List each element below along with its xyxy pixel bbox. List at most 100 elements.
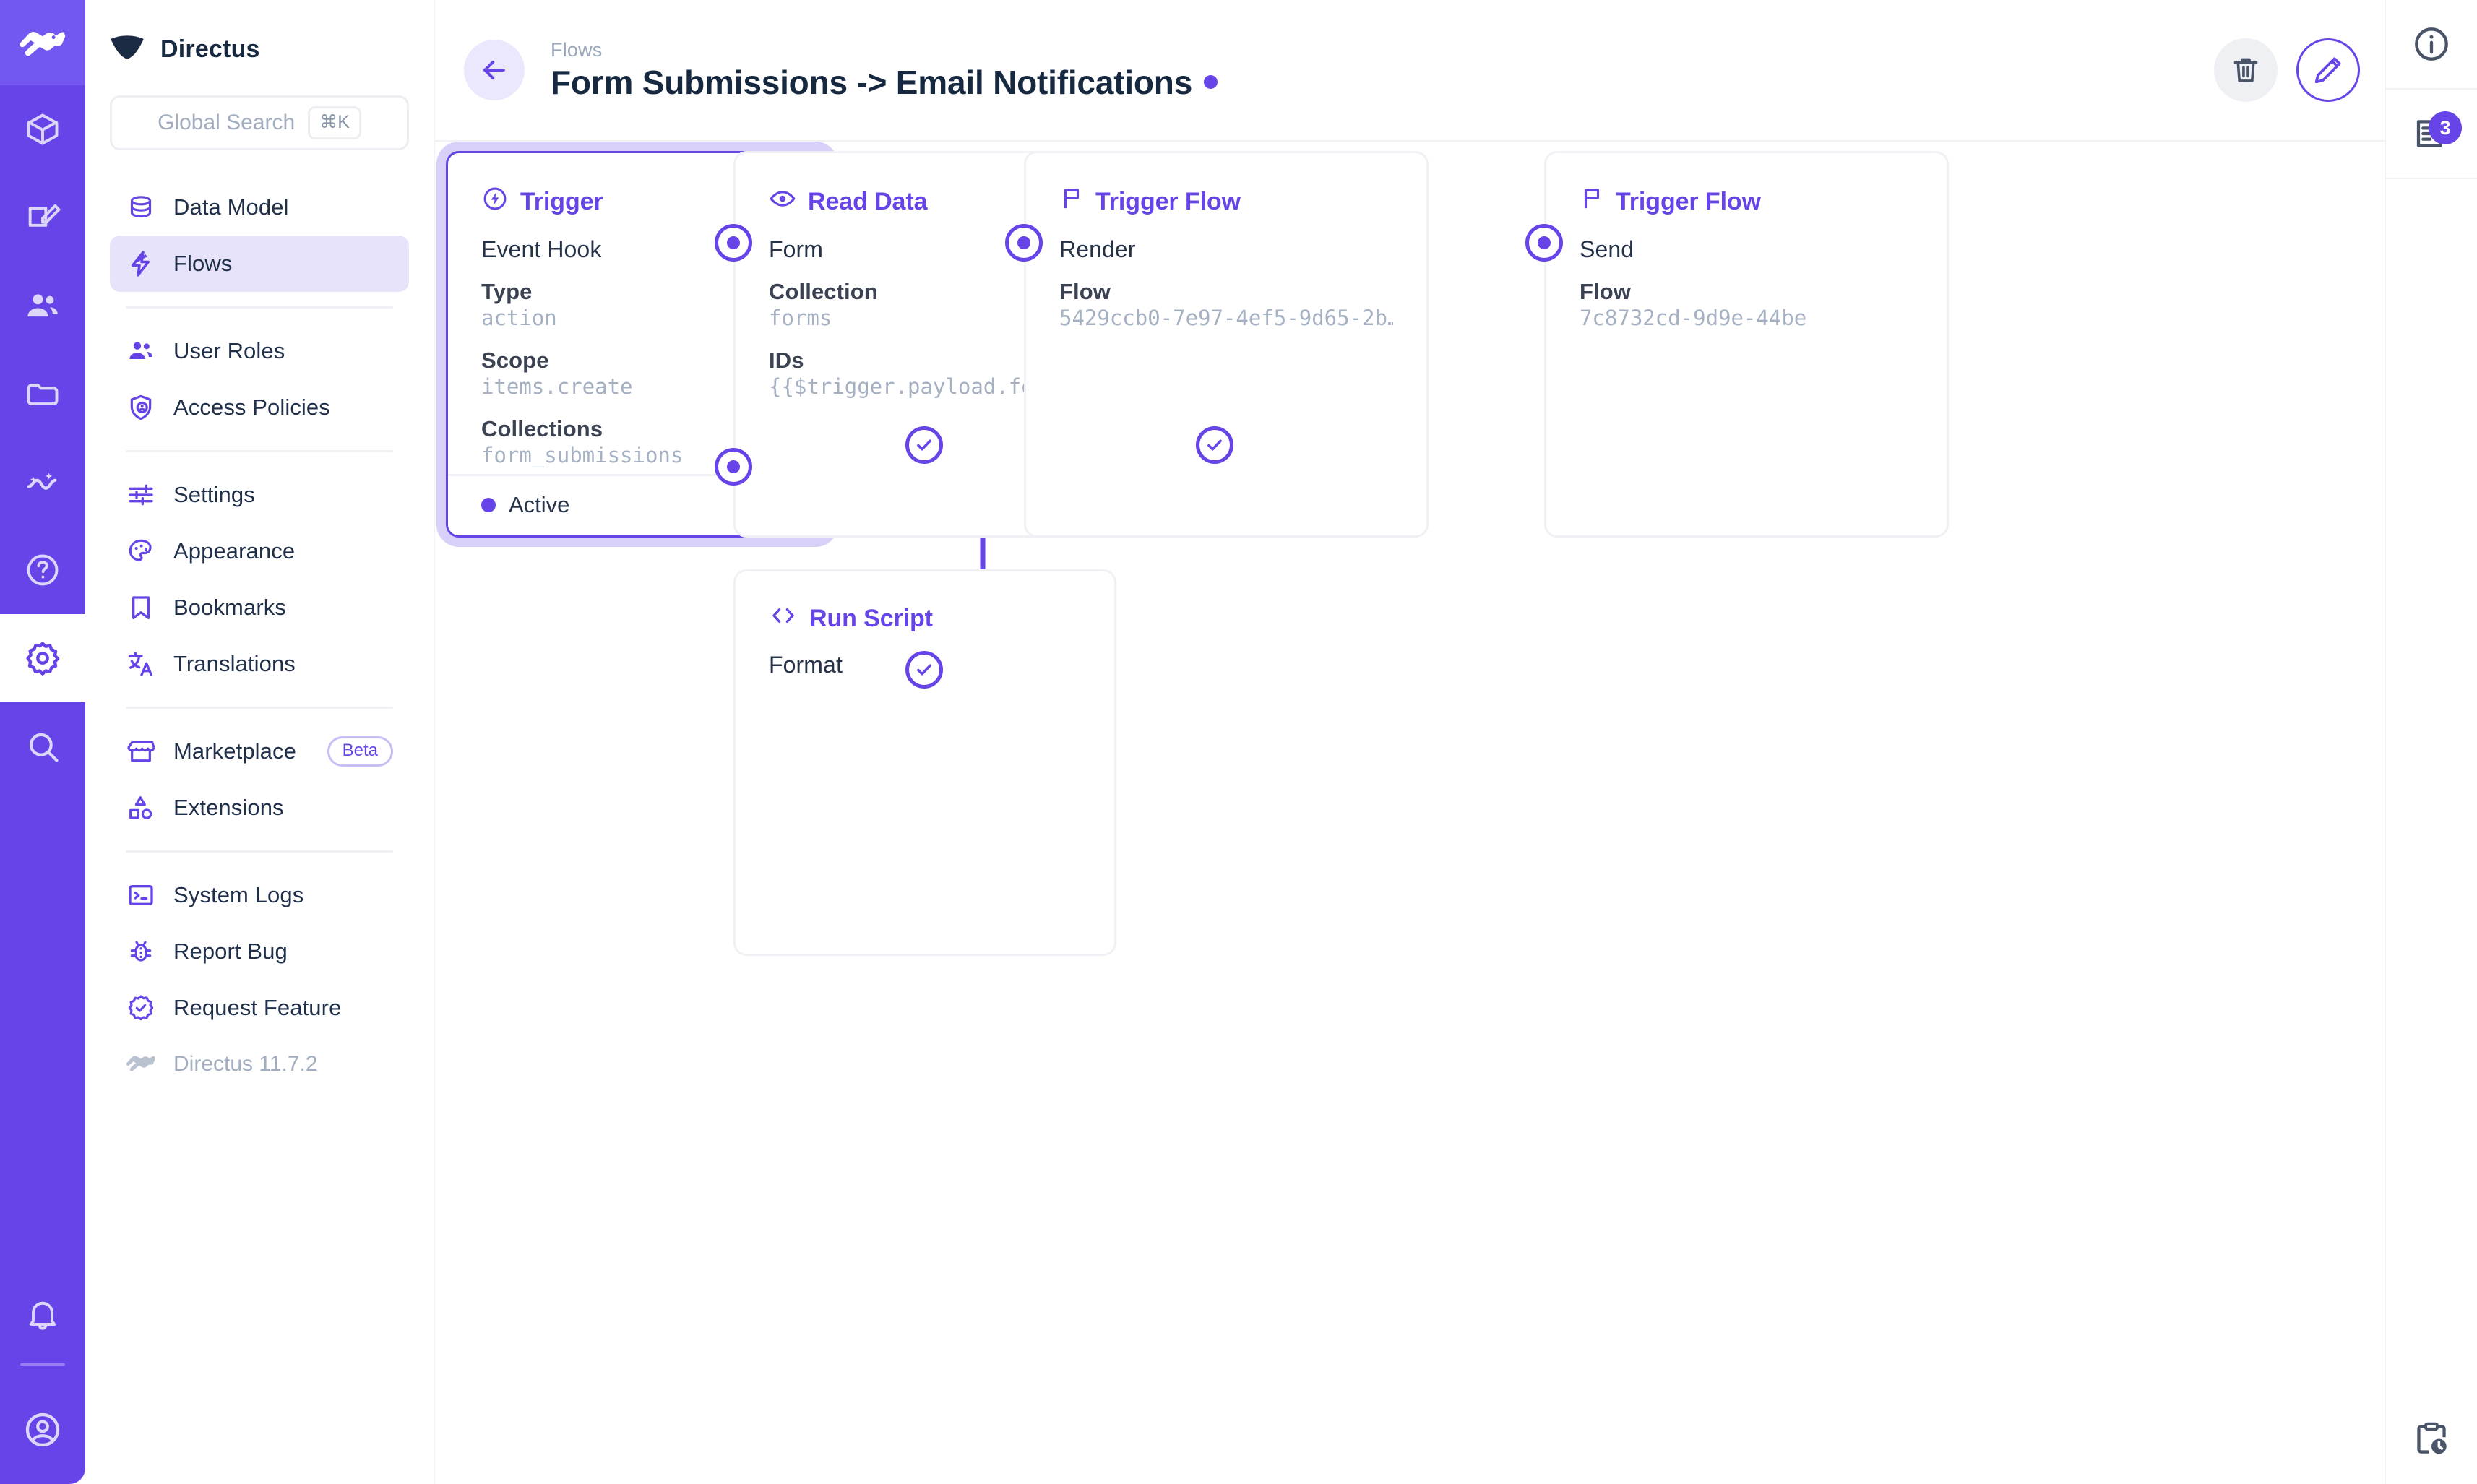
port-core-icon [727,460,740,473]
field-key: Scope [481,348,549,373]
rail-item-files[interactable] [0,350,85,438]
info-button[interactable] [2385,0,2477,90]
rail-item-search[interactable] [0,702,85,790]
search-placeholder: Global Search [158,111,296,134]
info-circle-icon [2415,27,2448,61]
sidebar-item-label: Settings [173,482,255,507]
database-icon [126,192,156,223]
people-icon [126,336,156,366]
back-button[interactable] [464,40,525,100]
active-dot-icon [481,498,496,512]
sidebar-item-label: Report Bug [173,939,288,964]
sidebar-item-access-policies[interactable]: Access Policies [110,379,409,436]
node-body: Send Flow 7c8732cd-9d9e-44be [1546,219,1947,330]
rail-item-editor[interactable] [0,173,85,262]
search-input[interactable]: Global Search ⌘K [110,95,409,150]
user-circle-icon[interactable] [0,1376,85,1484]
sidebar-item-report-bug[interactable]: Report Bug [110,923,409,980]
bell-icon[interactable] [0,1271,85,1359]
check-icon [1207,439,1222,451]
sidebar-item-user-roles[interactable]: User Roles [110,323,409,379]
edit-flow-button[interactable] [2296,38,2360,102]
rail-divider [20,1363,65,1366]
sidebar-item-request-feature[interactable]: Request Feature [110,980,409,1036]
flow-node-trigger-flow-render[interactable]: Trigger Flow Render Flow 5429ccb0-7e97-4… [1024,151,1429,538]
sidebar-item-appearance[interactable]: Appearance [110,523,409,579]
port-output-trigger-flow-render[interactable] [1196,426,1233,464]
directus-rabbit-icon[interactable] [0,0,85,85]
trash-icon [2233,58,2258,82]
page-title: Form Submissions -> Email Notifications [551,63,1193,101]
node-row-name: Render [1059,236,1136,262]
search-shortcut: ⌘K [308,106,361,139]
node-title: Trigger Flow [1026,153,1426,219]
node-title: Read Data [736,153,1114,219]
node-row-name: Send [1580,236,1634,262]
eye-icon [769,185,796,219]
rail-item-users[interactable] [0,262,85,350]
right-sidebar: 3 [2385,0,2477,1484]
field-value: 7c8732cd-9d9e-44be [1580,306,1807,330]
breadcrumb-parent[interactable]: Flows [551,38,603,61]
pencil-icon [2314,57,2341,84]
port-output-read-data[interactable] [905,426,943,464]
translate-icon [126,649,156,679]
directus-logo-icon [110,35,145,64]
bookmark-icon [126,592,156,623]
sidebar-item-extensions[interactable]: Extensions [110,780,409,836]
sidebar-item-label: Flows [173,251,233,276]
check-icon [917,439,931,451]
lightning-icon [126,249,156,279]
port-input-trigger-flow-send[interactable] [1525,224,1563,262]
flag-icon [1059,185,1084,219]
rail-item-help[interactable] [0,526,85,614]
logs-button[interactable]: 3 [2385,90,2477,179]
shield-user-icon [126,392,156,423]
port-input-trigger-flow-render[interactable] [1005,224,1043,262]
status-badge [1204,75,1218,89]
field-value: 5429ccb0-7e97-4ef5-9d65-2b… [1059,306,1393,330]
delete-flow-button[interactable] [2214,38,2278,102]
flow-node-run-script[interactable]: Run Script Format [733,569,1116,956]
node-footer: Active [448,474,827,535]
sidebar-item-label: Access Policies [173,394,330,420]
sidebar-item-data-model[interactable]: Data Model [110,179,409,236]
node-type-label: Trigger [520,188,603,215]
node-row-name: Form [769,236,824,262]
node-title: Trigger Flow [1546,153,1947,219]
sidebar-item-flows[interactable]: Flows [110,236,409,292]
storefront-icon [126,736,156,767]
node-type-label: Trigger Flow [1616,188,1761,215]
sidebar-item-label: Bookmarks [173,595,286,620]
rabbit-icon [126,1052,156,1077]
sidebar-divider [126,450,393,452]
sidebar-item-label: Request Feature [173,995,342,1020]
port-output-run-script[interactable] [905,651,943,689]
port-input-read-data[interactable] [715,224,752,262]
field-key: Type [481,279,533,304]
sidebar-item-settings[interactable]: Settings [110,467,409,523]
rail-item-content[interactable] [0,85,85,173]
sidebar-item-label: Marketplace [173,738,296,764]
flow-canvas[interactable]: Trigger Event Hook Type action Scope ite… [435,142,2385,1484]
version-label: Directus 11.7.2 [173,1052,318,1076]
flow-node-trigger-flow-send[interactable]: Trigger Flow Send Flow 7c8732cd-9d9e-44b… [1544,151,1949,538]
rail-item-insights[interactable] [0,438,85,526]
version-row: Directus 11.7.2 [110,1036,409,1092]
shapes-icon [126,793,156,823]
sidebar-item-translations[interactable]: Translations [110,636,409,692]
revisions-button[interactable] [2385,1394,2477,1484]
port-input-run-script[interactable] [715,448,752,486]
palette-icon [126,536,156,566]
node-status-label: Active [509,492,570,517]
sidebar-item-marketplace[interactable]: Marketplace Beta [110,723,409,780]
field-key: Flow [1580,279,1631,304]
node-row-name: Format [769,652,843,678]
node-body: Event Hook Type action Scope items.creat… [448,219,827,467]
sidebar-divider [126,707,393,709]
bug-icon [126,936,156,967]
rail-item-settings[interactable] [0,614,85,702]
sidebar-item-system-logs[interactable]: System Logs [110,867,409,923]
sidebar-item-bookmarks[interactable]: Bookmarks [110,579,409,636]
